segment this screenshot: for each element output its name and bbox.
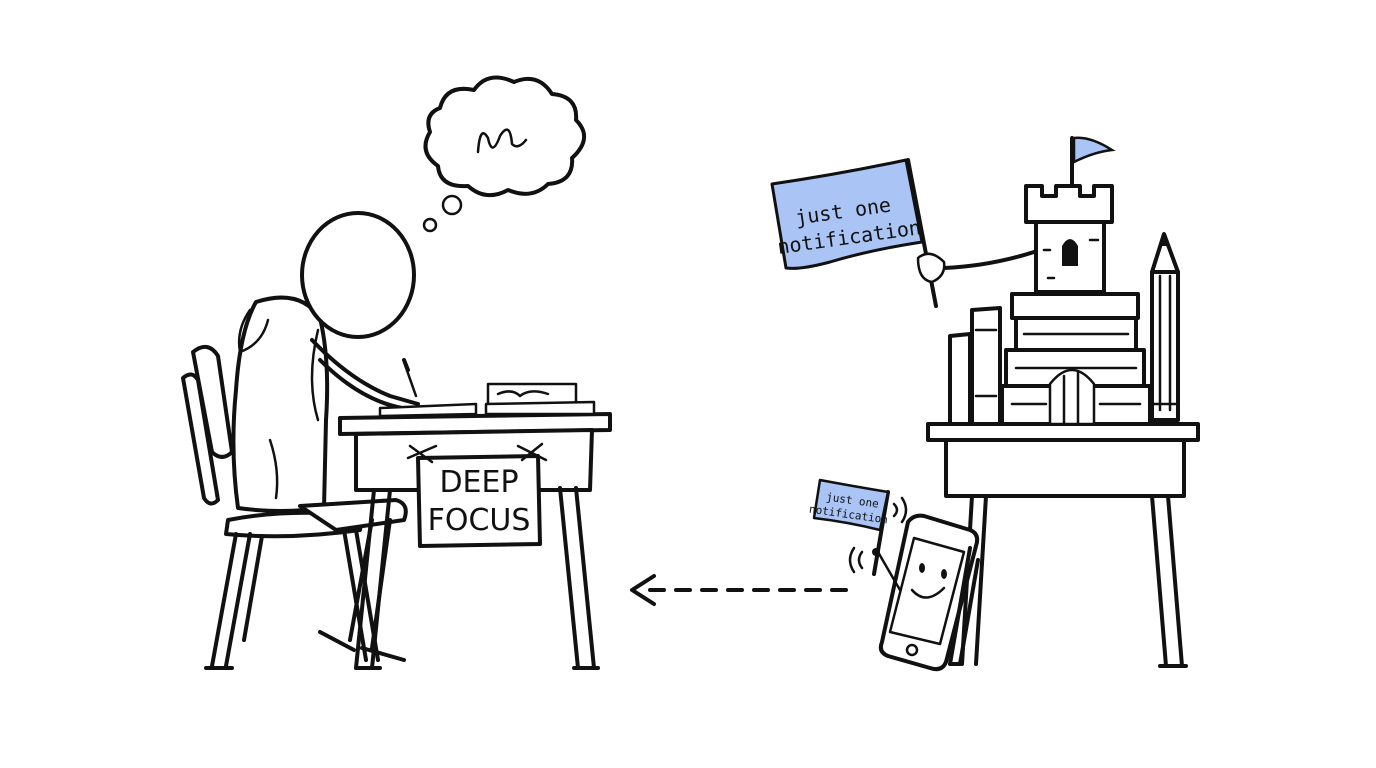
small-flag: just one notification: [808, 478, 890, 576]
dashed-arrow-left-icon: [630, 574, 848, 606]
distraction-desk: [926, 422, 1200, 668]
big-flag: just one notification: [770, 158, 1036, 308]
student-head: [300, 211, 416, 339]
sign-line-2: FOCUS: [428, 503, 531, 538]
distraction-scene: just one notification just one notificat…: [770, 136, 1200, 672]
deep-focus-sign: DEEP FOCUS: [406, 442, 548, 548]
student-figure: [231, 211, 420, 662]
smartphone-icon: [848, 496, 980, 672]
book-stack: [1000, 292, 1152, 426]
chair: [181, 344, 380, 670]
castle-door: [1048, 368, 1096, 426]
sign-line-1: DEEP: [439, 465, 518, 500]
standing-books: [948, 306, 1002, 426]
thought-bubble-icon: [422, 75, 586, 233]
big-flag-cloth: [770, 158, 924, 270]
small-flag-cloth: [812, 478, 890, 532]
pencil-icon: [1150, 232, 1180, 422]
castle-icon: [1024, 136, 1116, 294]
student-scene: DEEP FOCUS: [181, 75, 612, 670]
tower-flag: [1072, 136, 1116, 165]
